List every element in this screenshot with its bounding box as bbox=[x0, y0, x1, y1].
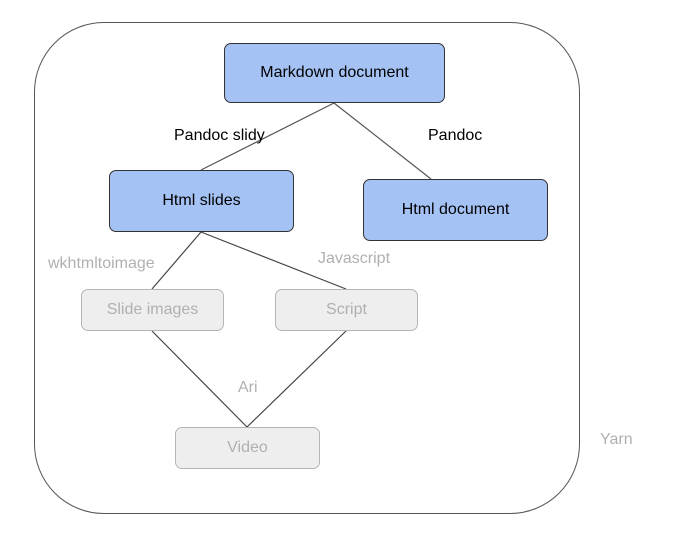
yarn-label: Yarn bbox=[600, 431, 633, 448]
javascript-label: Javascript bbox=[318, 250, 391, 267]
edge-markdown-to-html-document bbox=[333, 102, 432, 180]
script-label: Script bbox=[326, 301, 367, 318]
edge-html-slides-to-script bbox=[200, 231, 347, 290]
video-node: Video bbox=[175, 427, 320, 469]
edge-script-to-video bbox=[246, 330, 347, 428]
markdown-document-label: Markdown document bbox=[260, 64, 409, 81]
script-node: Script bbox=[275, 289, 418, 331]
markdown-document-node: Markdown document bbox=[224, 43, 445, 103]
wkhtmltoimage-label: wkhtmltoimage bbox=[48, 255, 155, 272]
pandoc-slidy-label: Pandoc slidy bbox=[174, 127, 265, 144]
ari-label: Ari bbox=[238, 379, 258, 396]
edge-slide-images-to-video bbox=[151, 330, 248, 428]
yarn-frame bbox=[34, 22, 580, 514]
html-slides-node: Html slides bbox=[109, 170, 294, 232]
html-slides-label: Html slides bbox=[162, 192, 241, 209]
edge-markdown-to-html-slides bbox=[200, 102, 335, 171]
html-document-label: Html document bbox=[401, 201, 510, 218]
edge-html-slides-to-slide-images bbox=[151, 231, 202, 290]
slide-images-label: Slide images bbox=[106, 301, 199, 318]
slide-images-node: Slide images bbox=[81, 289, 224, 331]
html-document-node: Html document bbox=[363, 179, 548, 241]
pandoc-label: Pandoc bbox=[428, 127, 483, 144]
video-label: Video bbox=[227, 439, 268, 456]
